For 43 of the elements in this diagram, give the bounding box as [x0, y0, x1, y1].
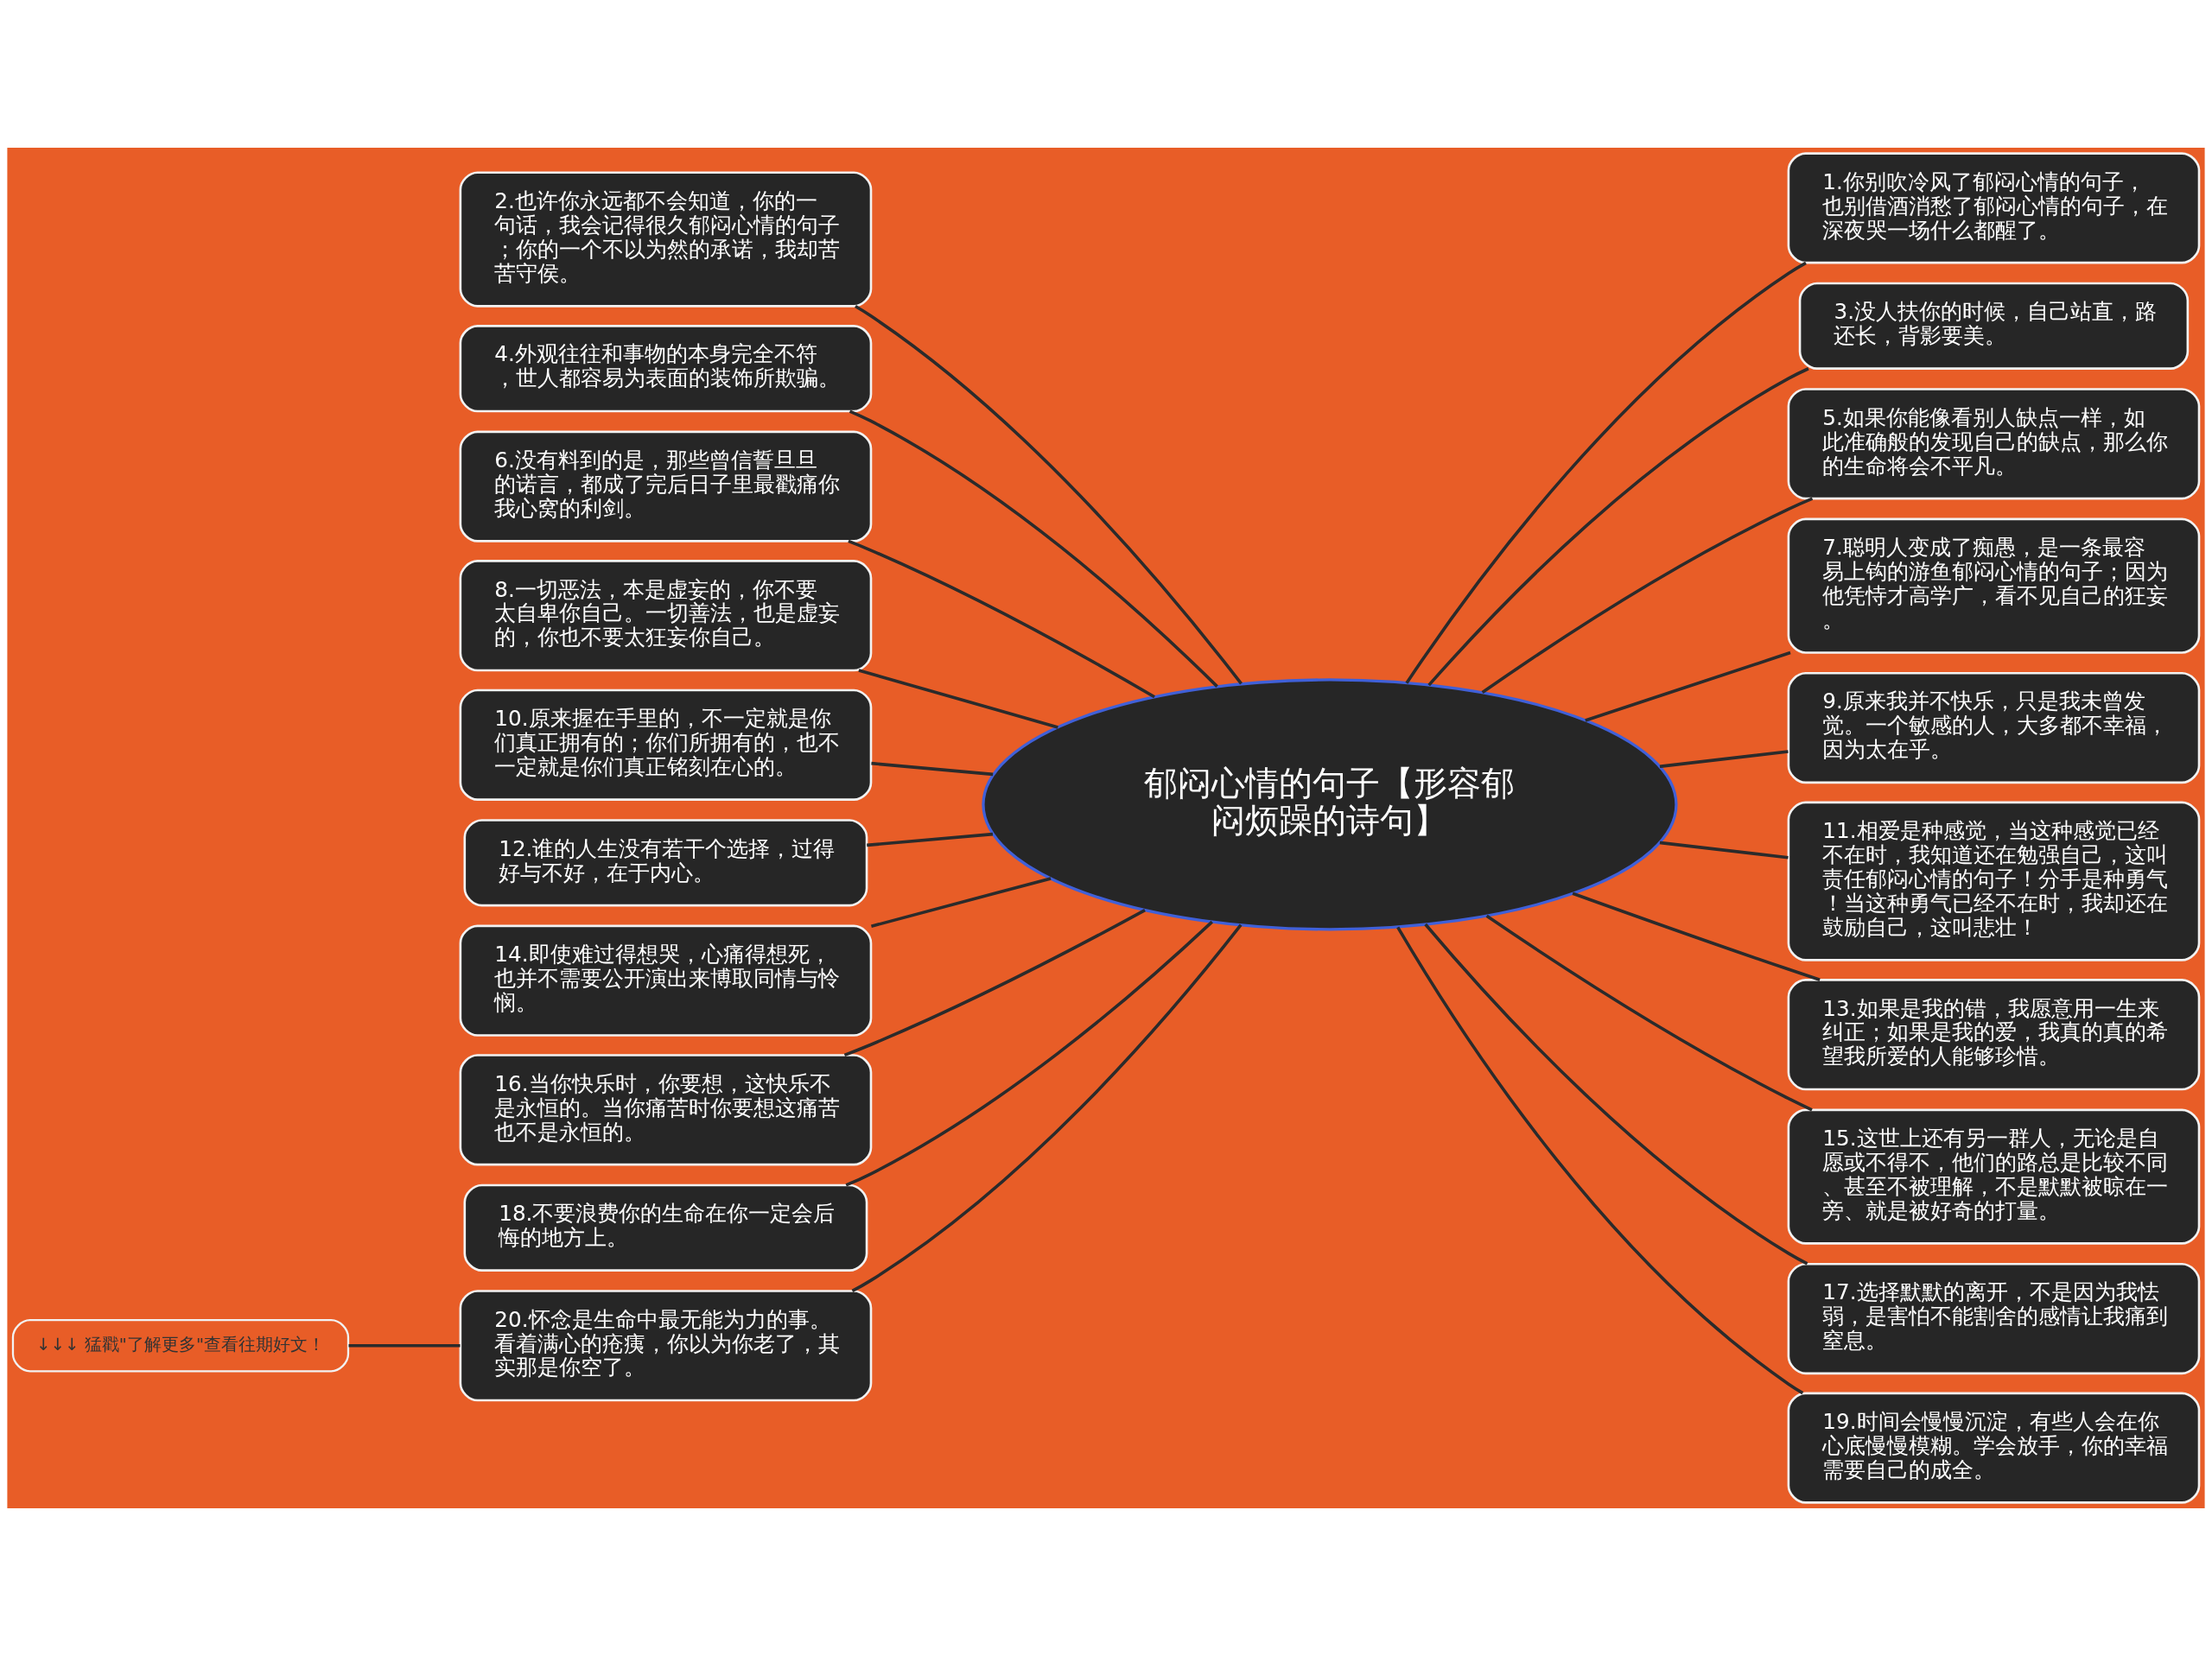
node-box: 8.一切恶法，本是虚妄的，你不要太自卑你自己。一切善法，也是虚妄的，你也不要太狂妄你自己。	[459, 560, 873, 672]
connector	[849, 409, 1218, 688]
connector	[1405, 261, 1807, 684]
node-box: 4.外观往往和事物的本身完全不符，世人都容易为表面的装饰所欺骗。	[459, 325, 873, 413]
node-box: 7.聪明人变成了痴愚，是一条最容易上钩的游鱼郁闷心情的句子；因为他凭恃才高学广，看不见自己的狂妄。	[1787, 517, 2201, 654]
node-box: 17.选择默默的离开，不是因为我怯弱，是害怕不能割舍的感情让我痛到窒息。	[1787, 1262, 2201, 1375]
node-box: 15.这世上还有另一群人，无论是自愿或不得不，他们的路总是比较不同、甚至不被理解，不是默默被晾在一旁、就是被好奇的打量。	[1787, 1108, 2201, 1245]
connector	[1424, 923, 1808, 1266]
node-box: 14.即使难过得想哭，心痛得想死，也并不需要公开演出来博取同情与怜悯。	[459, 924, 873, 1037]
connector	[1659, 750, 1789, 769]
node-box: 12.谁的人生没有若干个选择，过得好与不好，在于内心。	[463, 819, 868, 907]
connector	[843, 908, 1146, 1057]
node-box: ↓↓↓ 猛戳"了解更多"查看往期好文！	[11, 1319, 350, 1373]
node-box: 10.原来握在手里的，不一定就是你们真正拥有的；你们所拥有的，也不一定就是你们真正铭刻在心的。	[459, 688, 873, 801]
node-box: 16.当你快乐时，你要想，这快乐不是永恒的。当你痛苦时你要想这痛苦也不是永恒的。	[459, 1054, 873, 1166]
connector	[855, 305, 1243, 685]
connector	[1396, 926, 1804, 1395]
connector	[1485, 914, 1813, 1112]
connector	[871, 761, 994, 777]
connector	[867, 832, 994, 847]
connector	[1585, 650, 1791, 722]
connector	[845, 920, 1213, 1187]
node-ellipse: 郁闷心情的句子【形容郁闷烦躁的诗句】	[982, 678, 1678, 931]
connector	[870, 877, 1052, 928]
connector	[1481, 497, 1814, 695]
node-box: 2.也许你永远都不会知道，你的一句话，我会记得很久郁闷心情的句子；你的一个不以为然的承诺，我却苦苦守侯。	[459, 171, 873, 308]
connector	[858, 669, 1058, 729]
connector	[1572, 891, 1821, 981]
node-box: 9.原来我并不快乐，只是我未曾发觉。一个敏感的人，大多都不幸福，因为太在乎。	[1787, 672, 2201, 784]
node-box: 6.没有料到的是，那些曾信誓旦旦的诺言，都成了完后日子里最戳痛你我心窝的利剑。	[459, 430, 873, 542]
node-box: 11.相爱是种感觉，当这种感觉已经不在时，我知道还在勉强自己，这叫责任郁闷心情的句子！分手是种勇气！当这种勇气已经不在时，我却还在鼓励自己，这叫悲壮！	[1787, 801, 2201, 961]
node-box: 5.如果你能像看别人缺点一样，如此准确般的发现自己的缺点，那么你的生命将会不平凡。	[1787, 388, 2201, 500]
node-box: 20.怀念是生命中最无能为力的事。看着满心的疮痍，你以为你老了，其实那是你空了。	[459, 1290, 873, 1402]
node-box: 13.如果是我的错，我愿意用一生来纠正；如果是我的爱，我真的真的希望我所爱的人能够珍惜。	[1787, 979, 2201, 1091]
connector	[1659, 841, 1789, 860]
connector	[348, 1343, 461, 1348]
node-box: 19.时间会慢慢沉淀，有些人会在你心底慢慢模糊。学会放手，你的幸福需要自己的成全。	[1787, 1392, 2201, 1504]
connector	[848, 539, 1155, 699]
connector	[1427, 367, 1809, 687]
node-box: 3.没人扶你的时候，自己站直，路还长，背影要美。	[1798, 282, 2190, 370]
node-box: 1.你别吹冷风了郁闷心情的句子，也别借酒消愁了郁闷心情的句子，在深夜哭一场什么都醒了。	[1787, 152, 2201, 264]
connector	[851, 923, 1243, 1293]
node-box: 18.不要浪费你的生命在你一定会后悔的地方上。	[463, 1183, 868, 1272]
